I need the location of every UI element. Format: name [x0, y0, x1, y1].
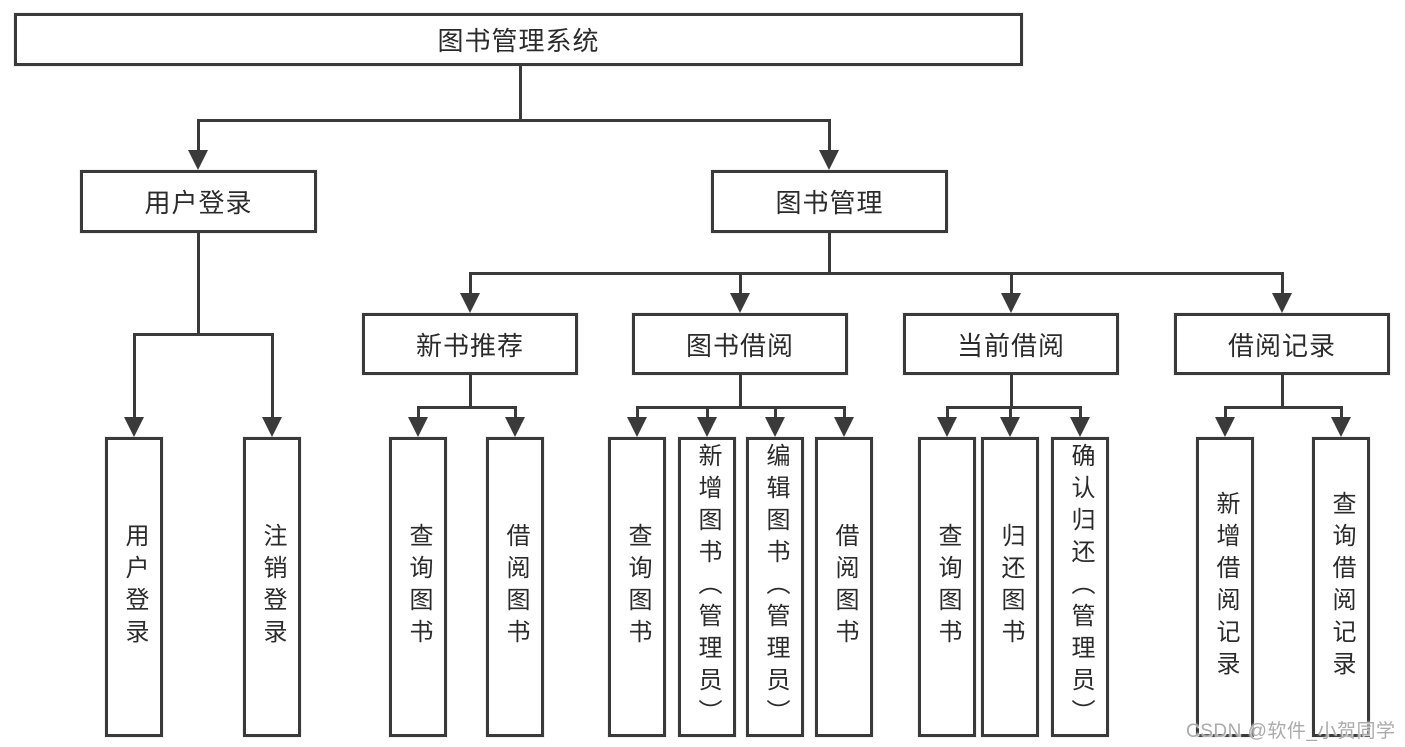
connector-trunk-borrowing-records	[1280, 374, 1284, 408]
arrow-down-icon	[819, 119, 839, 170]
connector-branch-level3	[468, 272, 1284, 275]
connector-trunk-book-borrowing	[738, 374, 742, 408]
arrow-down-icon	[408, 406, 428, 437]
arrow-down-icon	[460, 272, 480, 313]
arrow-down-icon	[124, 333, 144, 437]
leaf-query-books-current: 查询图书	[918, 437, 976, 737]
arrow-down-icon	[730, 272, 750, 313]
node-library-management-system: 图书管理系统	[14, 13, 1023, 66]
arrow-down-icon	[1272, 272, 1292, 313]
watermark-text: CSDN @软件_小贺同学	[1186, 721, 1396, 742]
connector-branch-level2	[196, 119, 831, 122]
node-new-book-recommendation: 新书推荐	[362, 313, 578, 375]
connector-trunk-book-management	[828, 232, 831, 275]
arrow-down-icon	[937, 406, 957, 437]
connector-trunk-current-borrowing	[1009, 374, 1013, 408]
arrow-down-icon	[188, 119, 208, 170]
arrow-down-icon	[262, 333, 282, 437]
leaf-query-books-recommend: 查询图书	[389, 437, 447, 737]
leaf-user-login: 用户登录	[105, 437, 163, 737]
arrow-down-icon	[765, 406, 785, 437]
connector-trunk-new-book	[468, 374, 472, 408]
leaf-add-books-admin: 新增图书（管理员）	[678, 437, 736, 737]
leaf-borrow-books-recommend: 借阅图书	[486, 437, 544, 737]
arrow-down-icon	[1070, 406, 1090, 437]
arrow-down-icon	[1215, 406, 1235, 437]
node-book-borrowing: 图书借阅	[632, 313, 848, 375]
arrow-down-icon	[834, 406, 854, 437]
leaf-add-borrow-record: 新增借阅记录	[1196, 437, 1254, 737]
leaf-logout-login: 注销登录	[243, 437, 301, 737]
leaf-borrow-books-borrowing: 借阅图书	[815, 437, 873, 737]
leaf-return-books: 归还图书	[981, 437, 1039, 737]
leaf-confirm-return-admin: 确认归还（管理员）	[1051, 437, 1109, 737]
node-current-borrowing: 当前借阅	[903, 313, 1119, 375]
arrow-down-icon	[627, 406, 647, 437]
arrow-down-icon	[1331, 406, 1351, 437]
connector-branch-new-book	[416, 406, 516, 409]
connector-branch-current-borrowing	[945, 406, 1082, 409]
connector-branch-book-borrowing	[635, 406, 846, 409]
node-book-management: 图书管理	[711, 170, 948, 233]
leaf-query-books-borrowing: 查询图书	[608, 437, 666, 737]
arrow-down-icon	[1000, 406, 1020, 437]
connector-branch-borrowing-records	[1223, 406, 1343, 409]
leaf-query-borrow-record: 查询借阅记录	[1312, 437, 1370, 737]
leaf-edit-books-admin: 编辑图书（管理员）	[746, 437, 804, 737]
arrow-down-icon	[1001, 272, 1021, 313]
connector-branch-user-login	[132, 333, 274, 336]
connector-trunk-root	[518, 66, 522, 122]
node-borrowing-records: 借阅记录	[1174, 313, 1390, 375]
arrow-down-icon	[505, 406, 525, 437]
arrow-down-icon	[697, 406, 717, 437]
node-user-login: 用户登录	[80, 170, 317, 233]
connector-trunk-user-login	[196, 232, 200, 336]
